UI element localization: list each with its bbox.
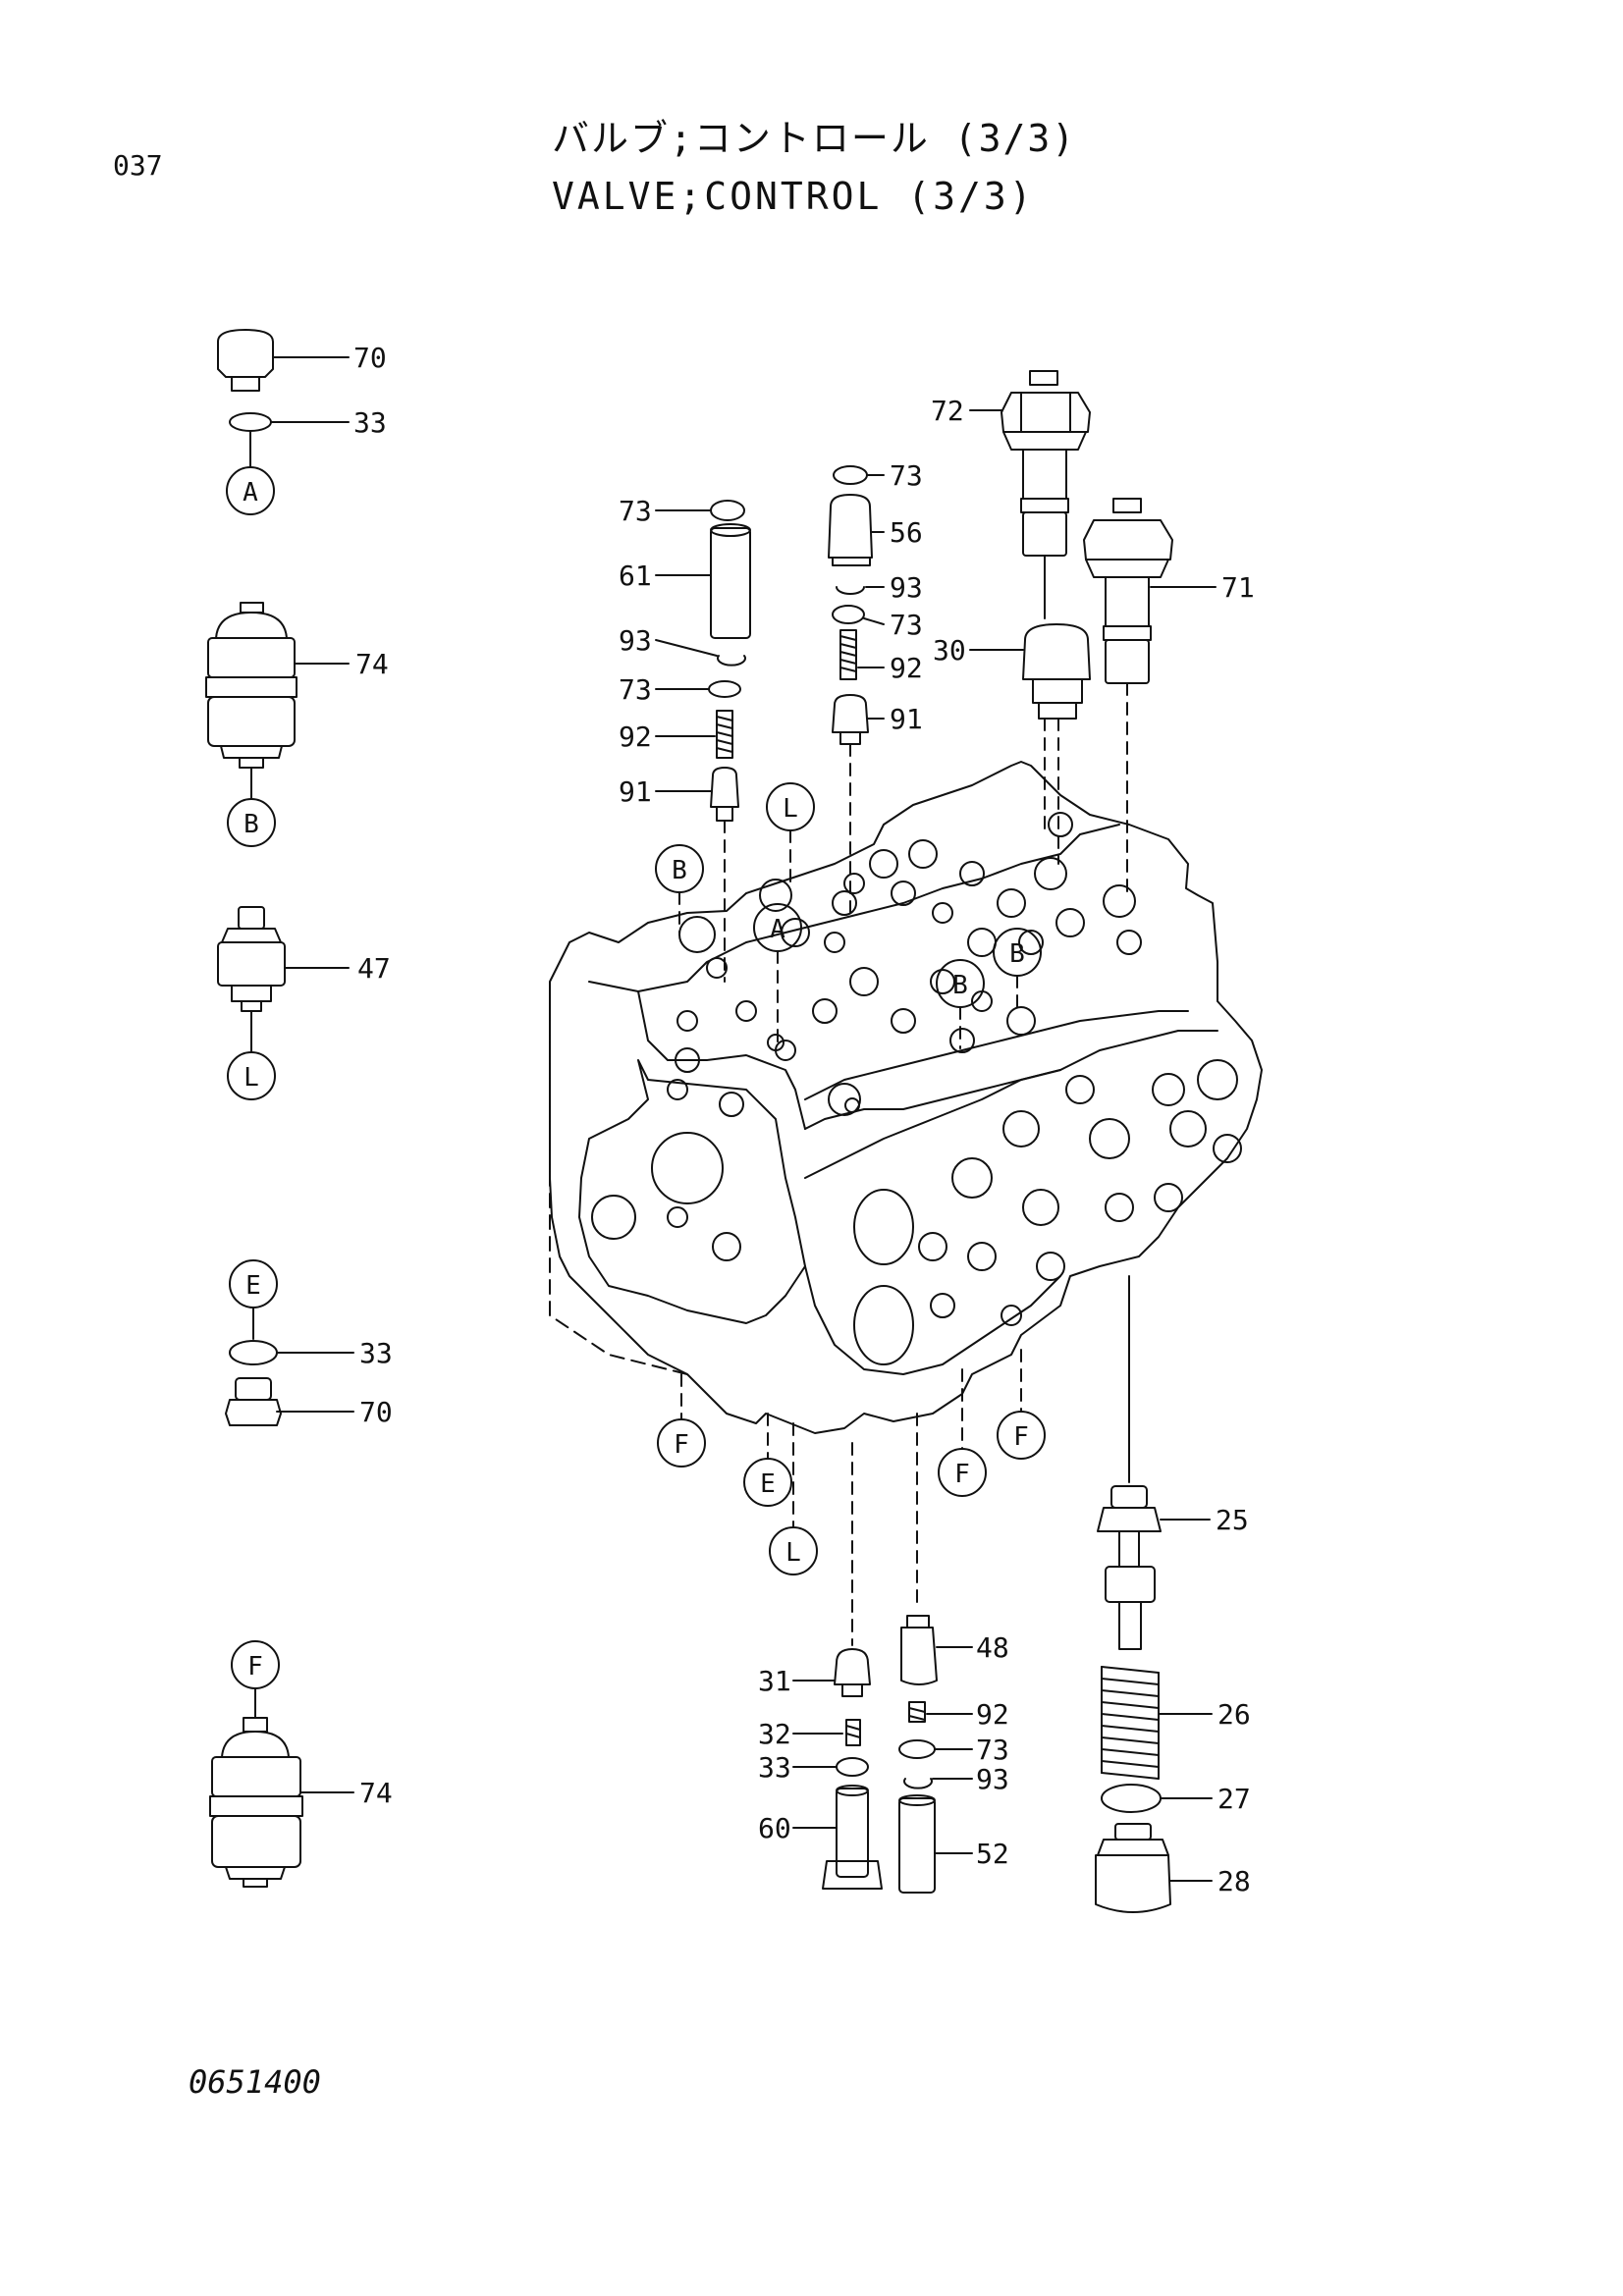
part-number-52: 52 — [976, 1838, 1009, 1870]
plug-48 — [900, 1615, 973, 1685]
o-ring-73-d — [832, 605, 885, 625]
part-number-93: 93 — [619, 624, 652, 657]
snap-ring-93-c — [903, 1778, 973, 1789]
part-number-73: 73 — [890, 609, 923, 641]
relief-valve-72 — [969, 370, 1091, 557]
part-number-73: 73 — [619, 673, 652, 706]
connector-B — [227, 798, 276, 847]
part-number-73: 73 — [619, 495, 652, 527]
sleeve-61 — [655, 523, 751, 639]
relief-valve-74-upper — [205, 602, 350, 769]
spring-92-b — [839, 629, 885, 680]
connector-label: B — [672, 856, 687, 885]
poppet-31 — [792, 1648, 871, 1697]
o-ring-73-a — [655, 500, 745, 521]
page-number: 037 — [113, 149, 163, 182]
connector-label: E — [760, 1469, 776, 1499]
plug-30 — [969, 623, 1091, 720]
spring-26 — [1101, 1666, 1213, 1780]
plug-60 — [792, 1785, 883, 1890]
spring-92-a — [655, 710, 733, 759]
part-number-33: 33 — [359, 1337, 393, 1369]
connector-label: A — [243, 478, 258, 507]
part-number-32: 32 — [758, 1718, 791, 1750]
connector-label: L — [783, 794, 798, 824]
part-number-93: 93 — [890, 571, 923, 604]
o-ring-73-b — [655, 680, 741, 698]
part-number-93: 93 — [976, 1763, 1009, 1795]
part-number-47: 47 — [357, 952, 391, 985]
part-number-70: 70 — [353, 342, 387, 374]
connector-label: B — [952, 971, 968, 1000]
part-number-33: 33 — [353, 406, 387, 439]
part-number-91: 91 — [619, 775, 652, 808]
o-ring-33-bottom — [792, 1757, 869, 1777]
drawing-number: 0651400 — [189, 2063, 321, 2101]
connector-E-bottom — [743, 1458, 792, 1507]
spool-25 — [1097, 1485, 1211, 1650]
spring-32 — [792, 1719, 861, 1746]
plug-56 — [828, 494, 885, 566]
connector-F-bottom-mid — [938, 1448, 987, 1497]
o-ring-27 — [1101, 1784, 1213, 1813]
o-ring-33-top — [229, 412, 350, 432]
part-number-28: 28 — [1217, 1865, 1251, 1897]
part-number-92: 92 — [619, 721, 652, 753]
connector-label: F — [674, 1430, 689, 1460]
part-number-71: 71 — [1221, 571, 1255, 604]
poppet-91-b — [832, 694, 885, 745]
connector-label: B — [1009, 939, 1025, 969]
part-number-33: 33 — [758, 1751, 791, 1784]
part-number-74: 74 — [359, 1777, 393, 1809]
part-number-70: 70 — [359, 1396, 393, 1428]
title-english: VALVE;CONTROL (3/3) — [552, 175, 1035, 218]
connector-A — [226, 466, 275, 515]
title-japanese: バルブ;コントロール (3/3) — [552, 117, 1077, 160]
part-number-91: 91 — [890, 703, 923, 735]
relief-valve-74-lower — [209, 1717, 354, 1888]
part-number-48: 48 — [976, 1631, 1009, 1664]
spring-92-c — [908, 1701, 973, 1723]
connector-label: F — [247, 1652, 263, 1682]
plug-70-top — [217, 329, 350, 392]
part-number-25: 25 — [1216, 1504, 1249, 1536]
connector-L-bottom — [769, 1526, 818, 1575]
connector-F-bottom-right — [997, 1411, 1046, 1460]
snap-ring-93-a — [655, 639, 746, 667]
connector-label: A — [770, 915, 785, 944]
part-number-92: 92 — [890, 652, 923, 684]
poppet-91-a — [655, 767, 739, 822]
part-number-74: 74 — [355, 648, 389, 680]
o-ring-73-e — [898, 1739, 973, 1759]
connector-L — [227, 1051, 276, 1100]
connector-label: L — [785, 1538, 801, 1568]
plug-28 — [1095, 1823, 1213, 1913]
sleeve-52 — [898, 1794, 973, 1894]
part-number-26: 26 — [1217, 1698, 1251, 1731]
part-number-31: 31 — [758, 1665, 791, 1697]
connector-label: F — [954, 1460, 970, 1489]
part-number-30: 30 — [933, 634, 966, 667]
part-number-56: 56 — [890, 516, 923, 549]
valve-47 — [217, 906, 350, 1012]
o-ring-73-c — [833, 465, 885, 485]
part-number-27: 27 — [1217, 1783, 1251, 1815]
connector-label: B — [243, 810, 259, 839]
connector-label: E — [245, 1271, 261, 1301]
snap-ring-93-b — [836, 586, 885, 595]
part-number-72: 72 — [931, 395, 964, 427]
relief-valve-71 — [1083, 498, 1217, 684]
part-number-60: 60 — [758, 1812, 791, 1844]
connector-label: F — [1013, 1422, 1029, 1452]
connector-label: L — [243, 1063, 259, 1093]
connector-F-bottom-left — [657, 1418, 706, 1468]
part-number-73: 73 — [976, 1734, 1009, 1766]
o-ring-33-lower — [229, 1340, 354, 1365]
control-valve-body — [549, 761, 1263, 1434]
part-number-61: 61 — [619, 560, 652, 592]
part-number-73: 73 — [890, 459, 923, 492]
part-number-92: 92 — [976, 1698, 1009, 1731]
plug-70-lower — [225, 1377, 354, 1426]
